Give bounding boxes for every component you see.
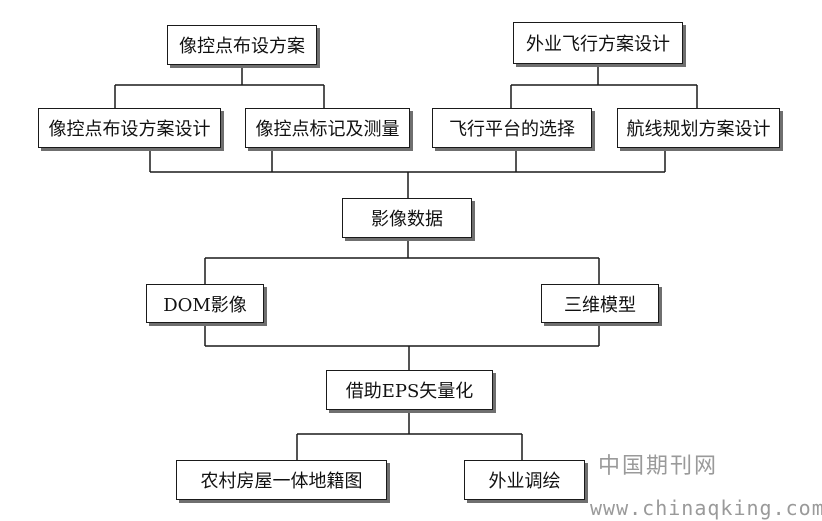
node-control-layout-design: 像控点布设方案设计 [38,108,221,148]
node-dom-image: DOM影像 [146,284,264,323]
node-control-marking-survey: 像控点标记及测量 [245,108,410,148]
node-field-adjustment: 外业调绘 [464,460,585,500]
watermark-url: www.chinaqking.com [590,496,822,520]
node-rural-house-map: 农村房屋一体地籍图 [176,460,387,500]
node-image-data: 影像数据 [342,198,472,238]
node-field-flight-plan: 外业飞行方案设计 [513,22,683,64]
node-route-planning-design: 航线规划方案设计 [617,108,780,148]
node-flight-platform-selection: 飞行平台的选择 [432,108,592,148]
node-control-plan: 像控点布设方案 [167,25,317,65]
watermark-text: 中国期刊网 [598,454,719,479]
node-3d-model: 三维模型 [541,284,659,323]
node-eps-vectorization: 借助EPS矢量化 [326,370,493,410]
